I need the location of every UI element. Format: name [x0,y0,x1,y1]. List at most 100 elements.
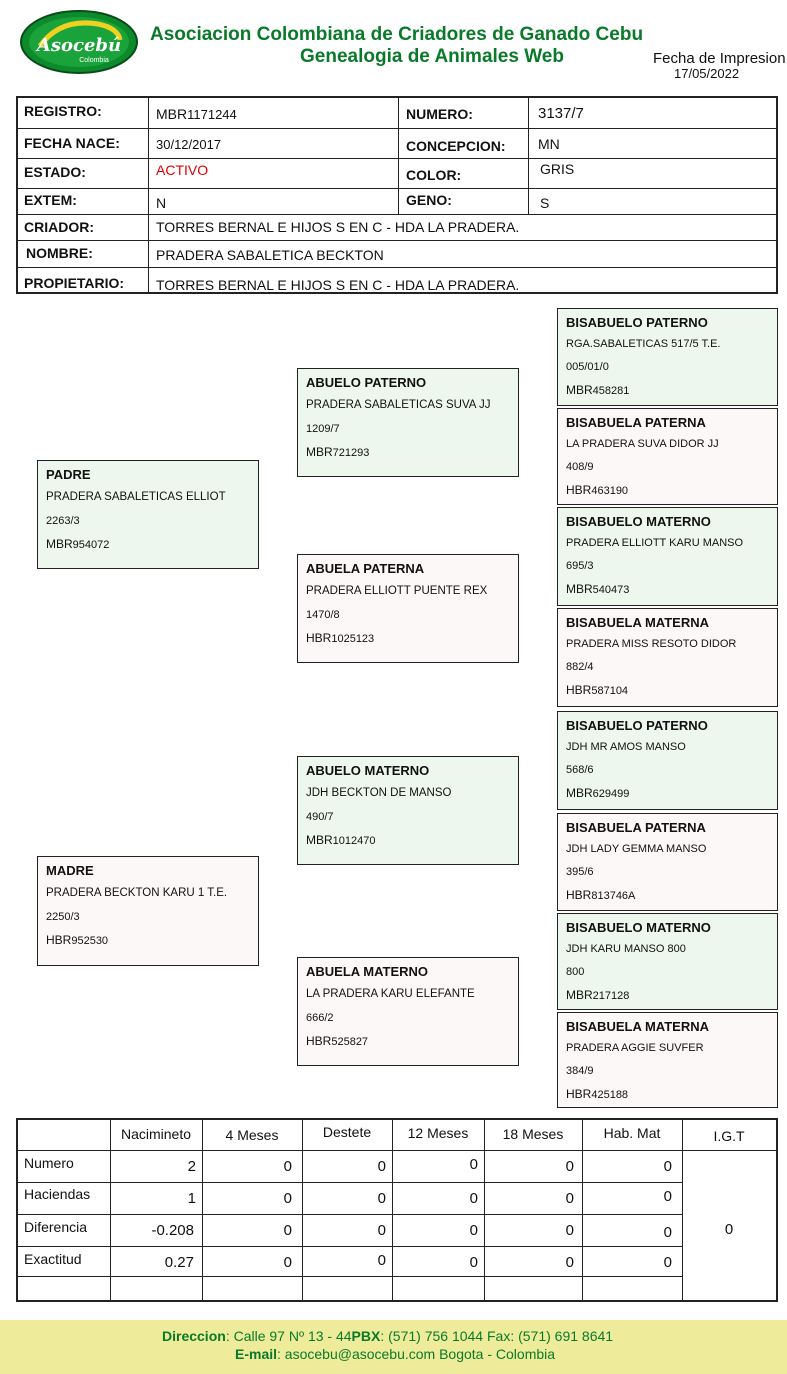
table-cell: 0 [565,1158,574,1175]
card-title: BISABUELO MATERNO [566,920,711,935]
table-cell: -0.208 [151,1222,194,1239]
bisabuelo-card: BISABUELO MATERNO JDH KARU MANSO 800 800… [557,913,778,1010]
animal-registry: HBR525827 [306,1034,369,1048]
abuelo-materno-card: ABUELO MATERNO JDH BECKTON DE MANSO 490/… [297,756,519,865]
animal-name: PRADERA SABALETICAS ELLIOT [46,491,226,503]
card-title: ABUELA MATERNO [306,964,429,979]
table-cell: 0 [377,1158,386,1175]
card-title: BISABUELO MATERNO [566,514,711,529]
animal-name: PRADERA AGGIE SUVFER [566,1042,704,1054]
table-cell: 1 [187,1190,196,1207]
animal-name: PRADERA ELLIOTT KARU MANSO [566,537,744,549]
table-cell: 0 [565,1254,574,1271]
animal-number: 1470/8 [306,609,340,621]
nombre-label: NOMBRE: [26,245,93,261]
card-title: MADRE [46,863,94,878]
table-cell: 0 [377,1252,386,1269]
animal-name: PRADERA BECKTON KARU 1 T.E. [46,887,228,899]
animal-registry: HBR587104 [566,683,629,697]
animal-name: LA PRADERA KARU ELEFANTE [306,988,475,1000]
print-date-label: Fecha de Impresion [653,50,786,67]
table-cell: 0 [283,1158,292,1175]
page-title: Asociacion Colombiana de Criadores de Ga… [150,24,644,45]
logo-wordmark: Asocebú [35,35,121,56]
animal-number: 005/01/0 [566,361,609,373]
table-cell: 0 [377,1222,386,1239]
table-cell: 0 [283,1222,292,1239]
animal-number: 695/3 [566,560,594,572]
madre-card: MADRE PRADERA BECKTON KARU 1 T.E. 2250/3… [37,856,259,966]
row-label: Exactitud [24,1251,82,1267]
table-cell: 0 [377,1190,386,1207]
table-cell: 0 [469,1222,478,1239]
animal-name: PRADERA SABALETICAS SUVA JJ [306,399,491,411]
extem-value: N [156,195,167,211]
print-date-value: 17/05/2022 [674,66,740,81]
bisabuelo-card: BISABUELO PATERNO JDH MR AMOS MANSO 568/… [557,711,778,810]
bisabuela-card: BISABUELA MATERNA PRADERA AGGIE SUVFER 3… [557,1012,778,1108]
animal-number: 800 [566,966,585,978]
animal-name: PRADERA ELLIOTT PUENTE REX [306,585,488,597]
asocebu-logo: Asocebú Colombia [20,10,138,74]
col-header: 12 Meses [407,1125,469,1141]
geno-value: S [540,195,550,211]
col-header: Nacimineto [120,1126,192,1142]
fecha-nace-value: 30/12/2017 [156,137,222,152]
animal-number: 666/2 [306,1012,334,1024]
card-title: BISABUELA MATERNA [566,615,709,630]
table-cell: 0 [469,1190,478,1207]
numero-label: NUMERO: [406,106,473,122]
propietario-label: PROPIETARIO: [24,275,125,291]
card-title: BISABUELA MATERNA [566,1019,709,1034]
criador-value: TORRES BERNAL E HIJOS S EN C - HDA LA PR… [156,219,520,235]
animal-number: 395/6 [566,866,594,878]
animal-registry: MBR540473 [566,582,630,596]
animal-number: 2250/3 [46,911,80,923]
concepcion-label: CONCEPCION: [406,138,506,154]
animal-registry: HBR813746A [566,888,636,902]
abuelo-paterno-card: ABUELO PATERNO PRADERA SABALETICAS SUVA … [297,368,519,477]
bisabuelo-card: BISABUELO PATERNO RGA.SABALETICAS 517/5 … [557,308,778,406]
animal-name: LA PRADERA SUVA DIDOR JJ [566,438,719,450]
table-cell: 0 [565,1222,574,1239]
animal-name: JDH LADY GEMMA MANSO [566,843,707,855]
animal-name: PRADERA MISS RESOTO DIDOR [566,638,737,650]
animal-registry: MBR721293 [306,445,370,459]
row-label: Haciendas [24,1186,91,1202]
bisabuela-card: BISABUELA PATERNA JDH LADY GEMMA MANSO 3… [557,813,778,911]
card-title: ABUELO PATERNO [306,375,427,390]
nombre-value: PRADERA SABALETICA BECKTON [156,247,384,263]
table-cell: 0 [565,1190,574,1207]
bisabuela-card: BISABUELA PATERNA LA PRADERA SUVA DIDOR … [557,408,778,505]
col-header: I.G.T [713,1128,745,1144]
card-title: ABUELO MATERNO [306,763,430,778]
table-cell: 0 [663,1158,672,1175]
animal-number: 1209/7 [306,423,340,435]
evaluation-stats-table: Nacimineto 4 Meses Destete 12 Meses 18 M… [16,1118,778,1302]
page-subtitle: Genealogia de Animales Web [300,46,564,67]
abuela-materna-card: ABUELA MATERNO LA PRADERA KARU ELEFANTE … [297,957,519,1066]
col-header: 18 Meses [502,1126,564,1142]
col-header: 4 Meses [225,1127,279,1143]
animal-registry: MBR217128 [566,988,630,1002]
animal-registry: HBR425188 [566,1087,629,1101]
table-cell: 0 [663,1224,672,1241]
padre-card: PADRE PRADERA SABALETICAS ELLIOT 2263/3 … [37,460,259,569]
abuela-paterna-card: ABUELA PATERNA PRADERA ELLIOTT PUENTE RE… [297,554,519,663]
animal-name: JDH KARU MANSO 800 [566,943,686,955]
table-cell: 0 [469,1254,478,1271]
estado-value: ACTIVO [156,162,209,178]
igt-value: 0 [724,1221,734,1238]
card-title: BISABUELO PATERNO [566,315,708,330]
animal-registry: MBR629499 [566,786,630,800]
bisabuela-card: BISABUELA MATERNA PRADERA MISS RESOTO DI… [557,608,778,707]
animal-name: JDH BECKTON DE MANSO [306,787,452,799]
animal-info-table: REGISTRO: MBR1171244 NUMERO: 3137/7 FECH… [16,96,778,294]
logo-subtext: Colombia [79,57,109,64]
animal-registry: MBR1012470 [306,833,376,847]
registro-value: MBR1171244 [156,106,237,122]
geno-label: GENO: [406,192,452,208]
animal-number: 490/7 [306,811,334,823]
card-title: PADRE [46,467,91,482]
footer-address: Direccion: Calle 97 Nº 13 - 44PBX: (571)… [162,1328,614,1344]
